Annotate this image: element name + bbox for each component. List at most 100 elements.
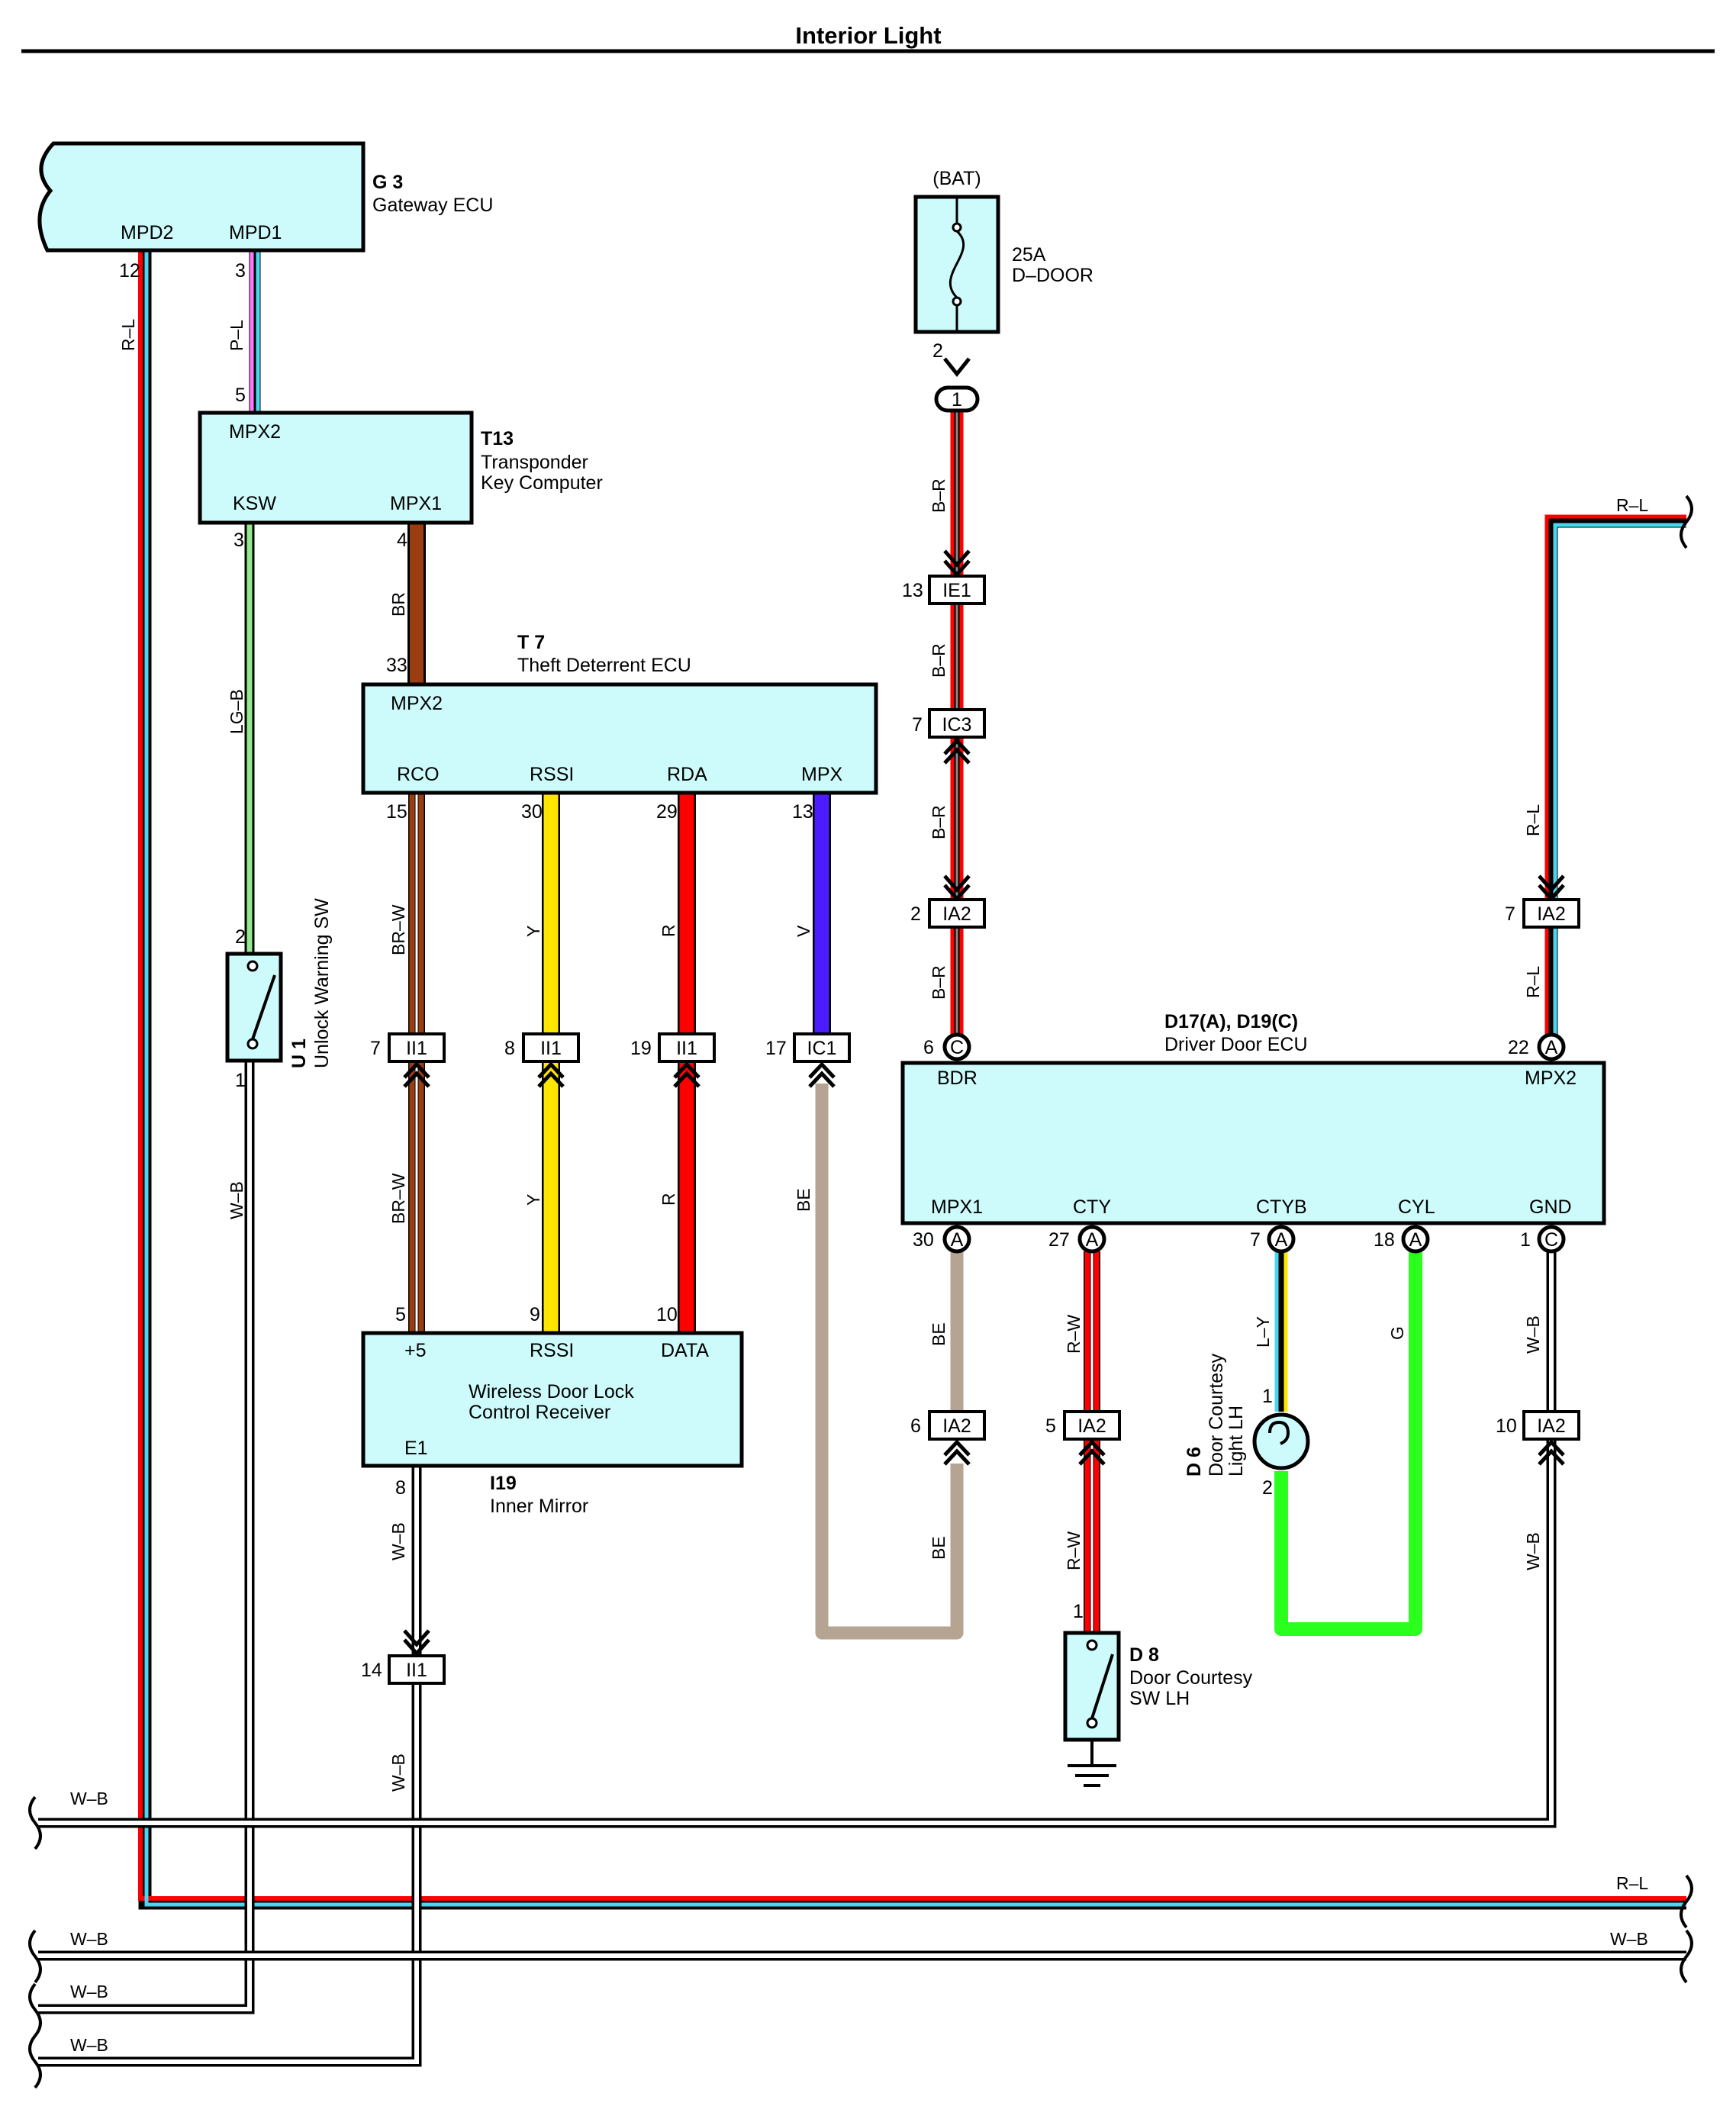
theft-ecu-id: T 7 bbox=[517, 632, 545, 653]
pin-circle-cty: A bbox=[1077, 1225, 1106, 1254]
pin-num: 9 bbox=[530, 1304, 540, 1325]
pin-letter-a: A bbox=[951, 1229, 964, 1251]
courtesy-light-id: D 6 bbox=[1184, 1447, 1205, 1476]
pin-letter-a: A bbox=[1086, 1229, 1099, 1251]
pin-mpx1-label: MPX1 bbox=[931, 1196, 983, 1218]
gateway-ecu-name: Gateway ECU bbox=[372, 195, 493, 216]
junction-connector-1: 1 bbox=[934, 357, 980, 413]
connector-ii1-rco: II1 bbox=[388, 1032, 446, 1088]
pin-num: 1 bbox=[1520, 1229, 1531, 1251]
wire-label: Y bbox=[523, 926, 543, 937]
pin-circle-ctyb: A bbox=[1267, 1225, 1296, 1254]
wire-label: W–B bbox=[70, 1929, 108, 1949]
wire-wb-gnd bbox=[38, 1251, 1557, 1828]
receiver-text-line2: Control Receiver bbox=[469, 1402, 610, 1423]
pin-num: 1 bbox=[235, 1070, 246, 1091]
pin-num: 12 bbox=[119, 260, 140, 282]
break-left-wb-3 bbox=[28, 1982, 42, 2037]
arrow-down-icon bbox=[1538, 874, 1565, 893]
wire-rl-mpd2 bbox=[138, 252, 1686, 1910]
arrow-up-icon bbox=[943, 747, 971, 765]
arrow-up-icon bbox=[537, 1061, 565, 1079]
courtesy-light-name-line2: Light LH bbox=[1226, 1406, 1247, 1476]
wire-label: W–B bbox=[70, 1789, 108, 1808]
transponder-key-computer: MPX2 KSW MPX1 T13 Transponder Key Comput… bbox=[198, 411, 603, 525]
theft-ecu-name: Theft Deterrent ECU bbox=[517, 655, 691, 676]
wire-label: R–W bbox=[1064, 1315, 1084, 1354]
driver-door-ecu-name: Driver Door ECU bbox=[1164, 1034, 1308, 1055]
ia2-label-be: IA2 bbox=[942, 1415, 971, 1437]
gateway-ecu-id: G 3 bbox=[372, 172, 403, 193]
connector-ic3: IC3 bbox=[928, 708, 986, 765]
connector-ie1: IE1 bbox=[928, 549, 986, 605]
pin-num: 30 bbox=[913, 1229, 934, 1251]
pin-num: 22 bbox=[1508, 1037, 1529, 1058]
fuse-d-door: (BAT) 25A D–DOOR bbox=[913, 168, 1093, 334]
wire-label: R–L bbox=[1523, 966, 1543, 998]
pin-i19-plus5-label: +5 bbox=[404, 1340, 427, 1361]
gateway-ecu: MPD2 MPD1 G 3 Gateway ECU bbox=[37, 141, 493, 253]
arrow-down-icon bbox=[403, 1629, 430, 1647]
wire-label: L–Y bbox=[1253, 1316, 1273, 1348]
pin-t7-rssi-label: RSSI bbox=[530, 764, 574, 785]
unlock-warning-switch: U 1 Unlock Warning SW bbox=[225, 898, 333, 1068]
pin-cyl-label: CYL bbox=[1398, 1196, 1435, 1218]
wire-label: R bbox=[659, 924, 678, 937]
pin-num: 17 bbox=[765, 1038, 787, 1059]
pin-num: 7 bbox=[370, 1038, 381, 1059]
wire-labels: R–L P–L LG–B W–B BR BR–W BR–W Y Y R R V … bbox=[70, 319, 1648, 2055]
unlock-switch-id: U 1 bbox=[288, 1039, 310, 1068]
wire-g-cyl bbox=[1274, 1251, 1422, 1636]
wire-label: B–R bbox=[929, 805, 949, 839]
pin-num: 33 bbox=[386, 655, 407, 676]
break-right-rl-bottom bbox=[1680, 1874, 1693, 1929]
wire-label: BR–W bbox=[388, 1173, 408, 1224]
pin-i19-data-label: DATA bbox=[661, 1340, 709, 1361]
pin-num: 7 bbox=[1250, 1229, 1261, 1251]
transponder-name-line1: Transponder bbox=[481, 452, 588, 473]
wire-wb-e1 bbox=[38, 1465, 422, 2067]
pin-num: 5 bbox=[395, 1304, 406, 1325]
break-right-rl-top bbox=[1680, 494, 1693, 549]
wire-label: W–B bbox=[227, 1181, 246, 1219]
pin-num: 14 bbox=[361, 1660, 382, 1681]
pin-letter-a: A bbox=[1409, 1229, 1422, 1251]
pin-mpd2-label: MPD2 bbox=[121, 222, 173, 243]
inner-mirror-name: Inner Mirror bbox=[490, 1496, 588, 1517]
pin-num: 13 bbox=[902, 580, 923, 601]
ic1-label: IC1 bbox=[807, 1038, 837, 1059]
courtesy-switch-name-line2: SW LH bbox=[1129, 1688, 1190, 1709]
wire-label: R–W bbox=[1064, 1531, 1084, 1570]
pin-letter-c: C bbox=[1544, 1229, 1558, 1251]
wire-label: R–L bbox=[118, 319, 138, 351]
pin-num: 2 bbox=[910, 903, 921, 925]
wire-label: BE bbox=[929, 1322, 949, 1346]
arrow-up-icon bbox=[1538, 1448, 1565, 1466]
wire-label: R bbox=[659, 1193, 678, 1206]
wire-label: W–B bbox=[70, 2035, 108, 2055]
arrow-down-icon bbox=[943, 874, 971, 893]
pin-gnd-label: GND bbox=[1529, 1196, 1572, 1218]
fuse-element-icon bbox=[949, 230, 965, 299]
wire-label: BR–W bbox=[388, 904, 408, 955]
pin-num: 10 bbox=[1496, 1415, 1517, 1437]
pin-circle-bdr: C bbox=[942, 1032, 971, 1061]
connectors: 1 IE1 IC3 IA2 IA2 bbox=[388, 357, 1580, 1685]
connector-ia2-br: IA2 bbox=[928, 874, 986, 929]
ia2-label-rw: IA2 bbox=[1077, 1415, 1106, 1437]
arrow-up-icon bbox=[808, 1071, 836, 1088]
pin-num: 10 bbox=[656, 1304, 678, 1325]
ii1-label: II1 bbox=[406, 1038, 427, 1059]
connector-ii1-data: II1 bbox=[658, 1032, 716, 1088]
break-right-wb bbox=[1680, 1929, 1693, 1984]
connector-ic1: IC1 bbox=[793, 1032, 851, 1088]
wire-label: B–R bbox=[929, 965, 949, 1000]
connector-ii1-wb: II1 bbox=[388, 1629, 446, 1685]
pin-t13-ksw-label: KSW bbox=[233, 493, 276, 514]
pin-i19-e1-label: E1 bbox=[404, 1438, 428, 1459]
wire-label: B–R bbox=[929, 478, 949, 513]
wire-label: BR bbox=[388, 592, 408, 617]
fuse-name: D–DOOR bbox=[1012, 265, 1093, 286]
battery-source-label: (BAT) bbox=[932, 168, 981, 189]
